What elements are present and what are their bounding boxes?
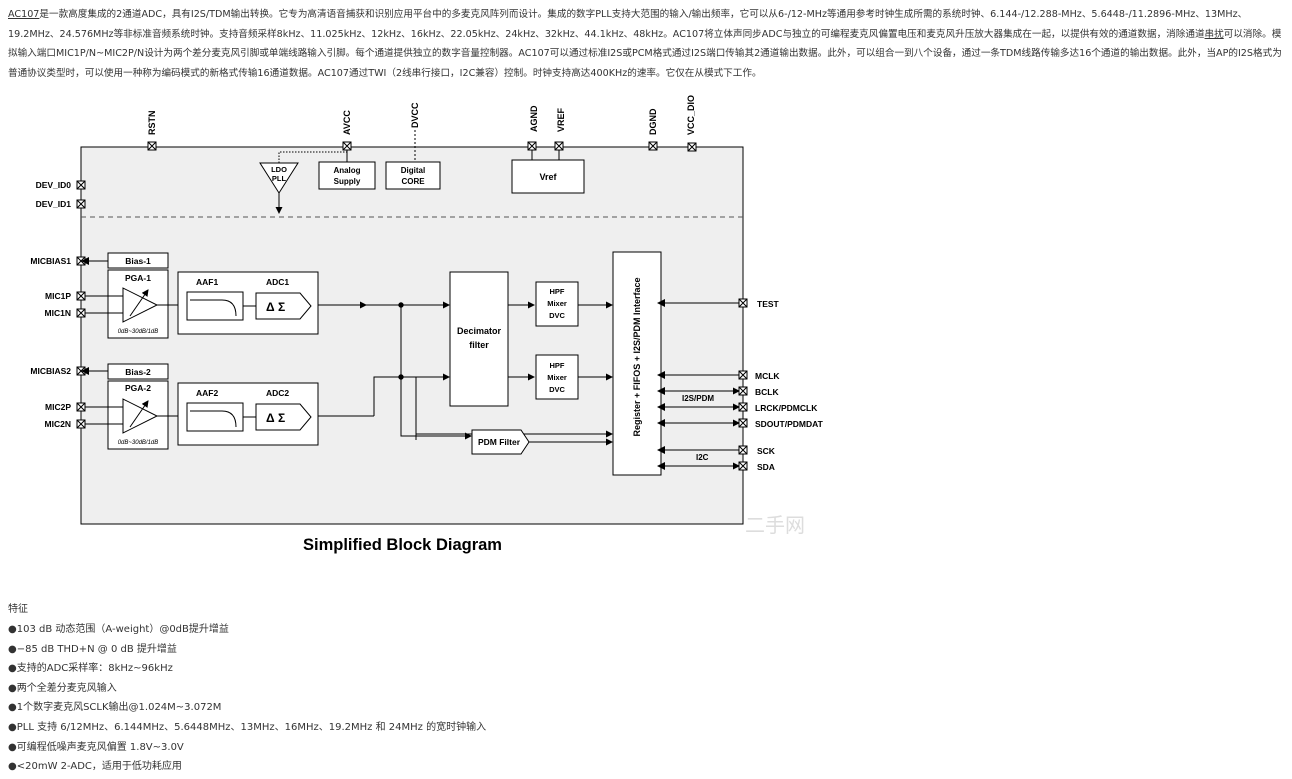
svg-text:ADC2: ADC2 <box>266 388 289 398</box>
ldo-pll-block: LDO PLL <box>259 151 347 214</box>
bias1-block: Bias-1 <box>81 252 169 269</box>
svg-text:DVC: DVC <box>549 385 565 394</box>
intro-text-1: 是一款高度集成的2通道ADC，具有I2S/TDM输出转换。它专为高清语音捕获和识… <box>8 9 1248 40</box>
svg-text:Decimator: Decimator <box>457 326 502 336</box>
pin-dev-id1-label: DEV_ID1 <box>36 199 72 209</box>
pin-agnd: AGND <box>527 105 539 151</box>
top-pins: RSTN AVCC DVCC AGND VREF DGND VCC_DIO <box>147 95 697 160</box>
pin-rstn: RSTN <box>147 111 157 151</box>
pin-sda-label: SDA <box>757 462 775 472</box>
features-section: 特征 ●103 dB 动态范围（A-weight）@0dB提升增益 ●−85 d… <box>8 600 486 777</box>
svg-text:CORE: CORE <box>401 177 425 186</box>
decimator-filter-block: Decimator filter <box>449 271 509 407</box>
svg-text:Analog: Analog <box>333 166 360 175</box>
hpf-mixer-dvc-block-2: HPF Mixer DVC <box>535 354 579 400</box>
pin-mic2n-label: MIC2N <box>45 419 71 429</box>
aaf-adc2-block: AAF2 ADC2 Δ Σ <box>177 382 319 446</box>
pin-bclk-label: BCLK <box>755 387 779 397</box>
intro-text-2: 可以消除。模拟输入端口MIC1P/N~MIC2P/N设计为两个差分麦克风引脚或单… <box>8 28 1282 79</box>
feature-item: ●支持的ADC采样率：8kHz~96kHz <box>8 663 173 675</box>
pin-lrck-label: LRCK/PDMCLK <box>755 403 818 413</box>
diagram-caption: Simplified Block Diagram <box>303 536 502 554</box>
svg-text:LDO: LDO <box>271 165 287 174</box>
pdm-filter-block: PDM Filter <box>471 429 530 455</box>
feature-item: ●可编程低噪声麦克风偏置 1.8V~3.0V <box>8 741 184 753</box>
svg-text:HPF: HPF <box>550 287 565 296</box>
pin-mclk-label: MCLK <box>755 371 780 381</box>
svg-text:0dB~30dB/1dB: 0dB~30dB/1dB <box>118 440 159 446</box>
feature-item: ●−85 dB THD+N @ 0 dB 提升增益 <box>8 643 177 655</box>
feature-item: ●1个数字麦克风SCLK输出@1.024M~3.072M <box>8 702 222 714</box>
pin-label: DVCC <box>410 102 420 128</box>
feature-item: ●两个全差分麦克风输入 <box>8 682 117 694</box>
svg-text:0dB~30dB/1dB: 0dB~30dB/1dB <box>118 329 159 335</box>
pin-label: AGND <box>529 105 539 132</box>
right-pins: TEST MCLK BCLK I2S/PDM LRCK/PDMCLK SDOUT… <box>657 298 824 472</box>
pin-vcc-dio: VCC_DIO <box>686 95 697 152</box>
pin-mic1n-label: MIC1N <box>45 308 71 318</box>
svg-text:Supply: Supply <box>334 177 361 186</box>
pin-dvcc: DVCC <box>410 102 420 160</box>
analog-supply-block: Analog Supply <box>318 150 376 190</box>
pin-mic2p-label: MIC2P <box>45 402 71 412</box>
pga1-block: PGA-1 0dB~30dB/1dB <box>85 269 169 339</box>
svg-text:AAF1: AAF1 <box>196 277 218 287</box>
left-pins: DEV_ID0 DEV_ID1 MICBIAS1 MIC1P MIC1N MIC… <box>30 180 86 429</box>
svg-text:Bias-1: Bias-1 <box>125 256 151 266</box>
svg-text:PGA-1: PGA-1 <box>125 273 151 283</box>
bias2-block: Bias-2 <box>81 363 169 380</box>
pin-label: AVCC <box>342 110 352 135</box>
svg-text:filter: filter <box>469 340 489 350</box>
pin-mic1p-label: MIC1P <box>45 291 71 301</box>
svg-text:AAF2: AAF2 <box>196 388 218 398</box>
pin-micbias1-label: MICBIAS1 <box>30 256 71 266</box>
pin-micbias2-label: MICBIAS2 <box>30 366 71 376</box>
svg-text:Δ Σ: Δ Σ <box>266 411 285 425</box>
intro-underlined-word: 串扰 <box>1204 28 1224 40</box>
svg-text:Δ Σ: Δ Σ <box>266 300 285 314</box>
pin-dev-id0-label: DEV_ID0 <box>36 180 72 190</box>
svg-text:Vref: Vref <box>539 172 557 182</box>
pin-vref: VREF <box>554 107 566 151</box>
svg-text:Mixer: Mixer <box>547 299 567 308</box>
svg-text:ADC1: ADC1 <box>266 277 289 287</box>
vref-block: Vref <box>511 150 585 194</box>
svg-text:Bias-2: Bias-2 <box>125 367 151 377</box>
i2s-pdm-bus-label: I2S/PDM <box>682 394 714 403</box>
pin-avcc: AVCC <box>342 110 352 151</box>
pin-sdout-label: SDOUT/PDMDAT <box>755 419 824 429</box>
svg-text:DVC: DVC <box>549 311 565 320</box>
block-diagram: RSTN AVCC DVCC AGND VREF DGND VCC_DIO <box>30 95 824 554</box>
interface-block: Register + FIFOS + I2S/PDM Interface <box>612 251 662 476</box>
features-heading: 特征 <box>8 604 28 615</box>
pin-label: RSTN <box>147 111 157 136</box>
svg-text:Digital: Digital <box>401 166 425 175</box>
svg-text:PDM Filter: PDM Filter <box>478 437 521 447</box>
pin-test-label: TEST <box>757 299 780 309</box>
aaf-adc1-block: AAF1 ADC1 Δ Σ <box>168 271 319 335</box>
intro-paragraph: AC107是一款高度集成的2通道ADC，具有I2S/TDM输出转换。它专为高清语… <box>8 5 1284 83</box>
svg-text:Mixer: Mixer <box>547 373 567 382</box>
pin-sck-label: SCK <box>757 446 776 456</box>
svg-text:Register + FIFOS + I2S/PDM Int: Register + FIFOS + I2S/PDM Interface <box>632 277 642 436</box>
digital-core-block: Digital CORE <box>385 161 441 190</box>
pin-label: VREF <box>556 107 566 132</box>
svg-text:PGA-2: PGA-2 <box>125 383 151 393</box>
pin-label: DGND <box>648 108 658 135</box>
watermark: 二手网 <box>745 514 805 537</box>
svg-text:HPF: HPF <box>550 361 565 370</box>
pga2-block: PGA-2 0dB~30dB/1dB <box>85 380 178 450</box>
feature-item: ●PLL 支持 6/12MHz、6.144MHz、5.6448MHz、13MHz… <box>8 721 487 733</box>
pin-dgnd: DGND <box>648 108 658 151</box>
pin-label: VCC_DIO <box>686 95 696 135</box>
i2c-bus-label: I2C <box>696 453 709 462</box>
feature-item: ●<20mW 2-ADC，适用于低功耗应用 <box>8 761 182 773</box>
hpf-mixer-dvc-block-1: HPF Mixer DVC <box>535 281 579 327</box>
feature-item: ●103 dB 动态范围（A-weight）@0dB提升增益 <box>8 624 229 635</box>
svg-text:PLL: PLL <box>272 174 287 183</box>
ac107-link[interactable]: AC107 <box>8 9 40 20</box>
